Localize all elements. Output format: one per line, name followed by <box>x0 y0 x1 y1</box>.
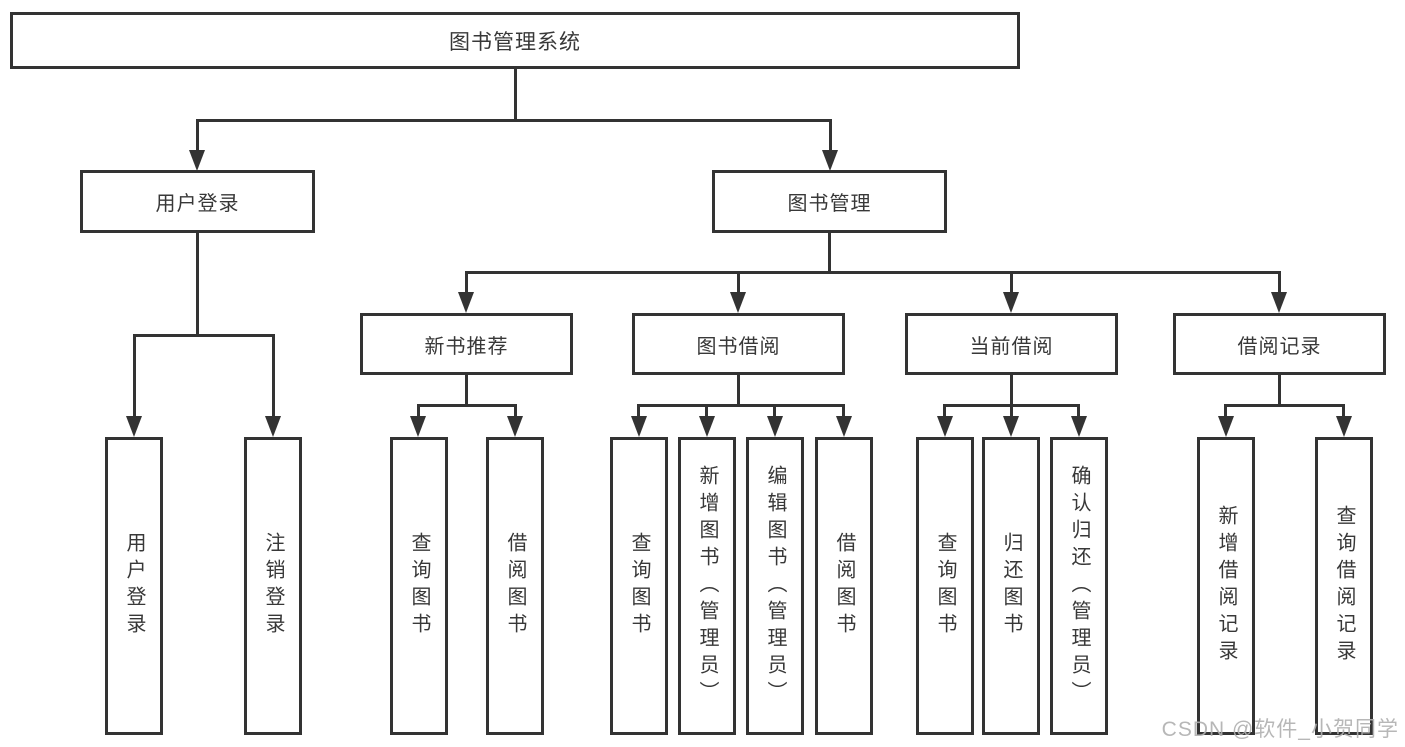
leaf-cb-return-books: 归还图书 <box>982 437 1040 735</box>
arrow-cb-3 <box>1071 416 1087 437</box>
connector-drop-br-1 <box>1224 404 1227 418</box>
csdn-watermark: CSDN @软件_小贺同学 <box>1161 718 1399 741</box>
connector-drop-nbr-1 <box>417 404 420 418</box>
arrow-book-borrow <box>730 292 746 313</box>
arrow-user-login <box>189 150 205 171</box>
connector-drop-br-2 <box>1342 404 1345 418</box>
leaf-br-query-record: 查询借阅记录 <box>1315 437 1373 735</box>
node-book-management: 图书管理 <box>712 170 947 233</box>
leaf-bb-query-books-label: 查询图书 <box>628 532 650 640</box>
leaf-br-query-record-label: 查询借阅记录 <box>1333 505 1355 667</box>
node-book-borrow: 图书借阅 <box>632 313 845 375</box>
leaf-cb-query-books: 查询图书 <box>916 437 974 735</box>
leaf-nbr-query-books-label: 查询图书 <box>408 532 430 640</box>
leaf-cb-query-books-label: 查询图书 <box>934 532 956 640</box>
connector-bb-bus <box>637 404 845 407</box>
connector-nbr-trunk <box>465 375 468 406</box>
connector-drop-bb-3 <box>773 404 776 418</box>
connector-drop-new-book-recommend <box>465 271 468 296</box>
connector-drop-bb-2 <box>705 404 708 418</box>
connector-root-bus <box>196 119 832 122</box>
connector-bb-trunk <box>737 375 740 406</box>
leaf-br-add-record-label: 新增借阅记录 <box>1215 505 1237 667</box>
leaf-br-add-record: 新增借阅记录 <box>1197 437 1255 735</box>
connector-br-bus <box>1224 404 1345 407</box>
connector-drop-cb-3 <box>1077 404 1080 418</box>
arrow-bb-4 <box>836 416 852 437</box>
arrow-cb-2 <box>1003 416 1019 437</box>
connector-drop-cb-1 <box>943 404 946 418</box>
connector-nbr-bus <box>417 404 516 407</box>
arrow-bb-2 <box>699 416 715 437</box>
arrow-nbr-2 <box>507 416 523 437</box>
connector-drop-borrow-records <box>1278 271 1281 296</box>
leaf-bb-query-books: 查询图书 <box>610 437 668 735</box>
connector-drop-book-borrow <box>737 271 740 296</box>
leaf-nbr-borrow-books: 借阅图书 <box>486 437 544 735</box>
connector-drop-cb-2 <box>1010 404 1013 418</box>
connector-root-trunk <box>514 68 517 121</box>
leaf-bb-edit-books-admin: 编辑图书（管理员） <box>746 437 804 735</box>
node-new-book-recommend-label: 新书推荐 <box>424 335 509 358</box>
arrow-borrow-records <box>1271 292 1287 313</box>
leaf-cb-confirm-return-admin-label: 确认归还（管理员） <box>1068 464 1090 708</box>
arrow-nbr-1 <box>410 416 426 437</box>
leaf-cb-confirm-return-admin: 确认归还（管理员） <box>1050 437 1108 735</box>
connector-user-login-trunk <box>196 233 199 336</box>
node-current-borrow: 当前借阅 <box>905 313 1118 375</box>
node-borrow-records-label: 借阅记录 <box>1237 335 1322 358</box>
node-book-borrow-label: 图书借阅 <box>696 335 781 358</box>
leaf-user-login-label: 用户登录 <box>123 532 145 640</box>
connector-drop-current-borrow <box>1010 271 1013 296</box>
leaf-cb-return-books-label: 归还图书 <box>1000 532 1022 640</box>
node-user-login: 用户登录 <box>80 170 315 233</box>
connector-cb-trunk <box>1010 375 1013 406</box>
arrow-current-borrow <box>1003 292 1019 313</box>
node-book-management-label: 图书管理 <box>787 193 872 215</box>
arrow-bb-1 <box>631 416 647 437</box>
arrow-br-1 <box>1218 416 1234 437</box>
connector-drop-nbr-2 <box>514 404 517 418</box>
node-user-login-label: 用户登录 <box>155 193 240 215</box>
connector-drop-user-login <box>196 119 199 153</box>
leaf-bb-edit-books-admin-label: 编辑图书（管理员） <box>764 464 786 708</box>
node-current-borrow-label: 当前借阅 <box>969 335 1054 358</box>
leaf-bb-add-books-admin-label: 新增图书（管理员） <box>696 464 718 708</box>
arrow-cb-1 <box>937 416 953 437</box>
arrow-new-book-recommend <box>458 292 474 313</box>
node-root-label: 图书管理系统 <box>449 30 581 54</box>
leaf-user-login: 用户登录 <box>105 437 163 735</box>
leaf-bb-add-books-admin: 新增图书（管理员） <box>678 437 736 735</box>
connector-drop-bb-1 <box>637 404 640 418</box>
arrow-bb-3 <box>767 416 783 437</box>
leaf-bb-borrow-books: 借阅图书 <box>815 437 873 735</box>
leaf-nbr-borrow-books-label: 借阅图书 <box>504 532 526 640</box>
connector-book-management-bus <box>465 271 1280 274</box>
connector-book-management-trunk <box>828 233 831 274</box>
arrow-br-2 <box>1336 416 1352 437</box>
connector-drop-leaf-user-login <box>133 334 136 418</box>
leaf-logout: 注销登录 <box>244 437 302 735</box>
connector-drop-book-management <box>829 119 832 153</box>
node-borrow-records: 借阅记录 <box>1173 313 1386 375</box>
arrow-leaf-logout <box>265 416 281 437</box>
leaf-bb-borrow-books-label: 借阅图书 <box>833 532 855 640</box>
node-root: 图书管理系统 <box>10 12 1020 69</box>
arrow-book-management <box>822 150 838 171</box>
node-new-book-recommend: 新书推荐 <box>360 313 573 375</box>
arrow-leaf-user-login <box>126 416 142 437</box>
connector-drop-leaf-logout <box>272 334 275 418</box>
leaf-nbr-query-books: 查询图书 <box>390 437 448 735</box>
leaf-logout-label: 注销登录 <box>262 532 284 640</box>
connector-user-login-bus <box>133 334 275 337</box>
connector-drop-bb-4 <box>842 404 845 418</box>
connector-br-trunk <box>1278 375 1281 406</box>
